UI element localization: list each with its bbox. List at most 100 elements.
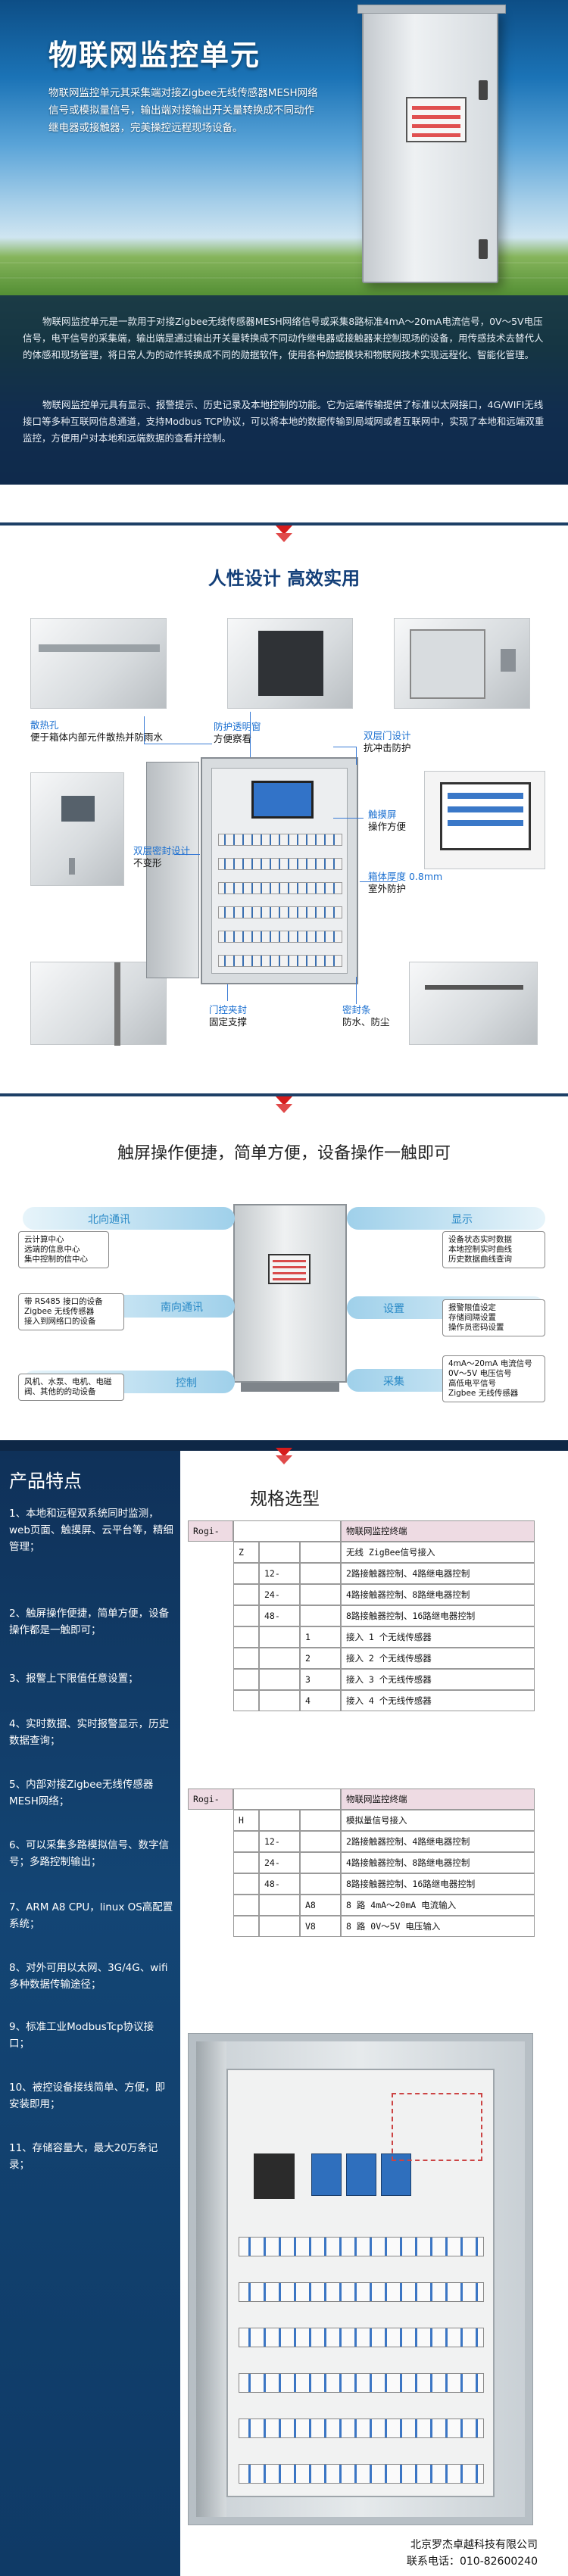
spec-code-cell — [259, 1916, 300, 1937]
company-name: 北京罗杰卓越科技有限公司 — [410, 2539, 538, 2551]
spec-code-cell — [259, 1810, 300, 1831]
section-divider — [0, 1440, 568, 1451]
spec-description-cell: 2路接触器控制、4路继电器控制 — [341, 1563, 535, 1584]
feature-item: 5、内部对接Zigbee无线传感器MESH网络； — [9, 1779, 154, 1807]
display-info-box: 设备状态实时数据 本地控制实时曲线 历史数据曲线查询 — [442, 1231, 545, 1268]
spec-code-cell — [233, 1831, 259, 1852]
table-cell — [233, 1789, 341, 1810]
window-detail-image — [227, 618, 353, 709]
spec-description-cell: 接入 4 个无线传感器 — [341, 1690, 535, 1711]
arrow-down-icon — [276, 525, 292, 535]
spec-code-cell: 48- — [259, 1873, 300, 1895]
feature-item: 11、存储容量大，最大20万条记录； — [9, 2142, 158, 2171]
field-stripe — [0, 277, 568, 279]
north-comm-label: 北向通讯 — [88, 1214, 130, 1226]
field-stripe — [0, 262, 568, 264]
setting-label: 设置 — [383, 1303, 404, 1315]
spec-code-cell — [259, 1648, 300, 1669]
seal-detail-image — [409, 962, 538, 1045]
callout-clamp: 门控夹封 固定支撑 — [209, 1004, 248, 1028]
spec-code-cell — [259, 1690, 300, 1711]
spec-code-cell: 48- — [259, 1605, 300, 1626]
clamp-detail-image — [30, 962, 167, 1046]
spec-code-cell: 24- — [259, 1584, 300, 1605]
spec-description-cell: 4路接触器控制、8路继电器控制 — [341, 1852, 535, 1873]
cabinet-lcd — [268, 1254, 311, 1284]
cabinet-inner-panel — [211, 768, 348, 974]
spec-description-cell: 8路接触器控制、16路继电器控制 — [341, 1605, 535, 1626]
cabinet-roof — [357, 5, 506, 14]
section-divider — [0, 1093, 568, 1096]
arrow-down-icon — [276, 1104, 292, 1113]
callout-window: 防护透明窗 方便察看 — [214, 721, 261, 744]
spec-code-cell — [300, 1542, 341, 1563]
collect-label: 采集 — [383, 1376, 404, 1388]
spec-code-cell: 24- — [259, 1852, 300, 1873]
spec-code-cell: 3 — [300, 1669, 341, 1690]
cabinet-lcd — [251, 781, 314, 819]
feature-item: 7、ARM A8 CPU，linux OS高配置系统； — [9, 1901, 173, 1930]
spec-description-cell: 8 路 0V～5V 电压输入 — [341, 1916, 535, 1937]
section-divider — [0, 522, 568, 525]
table-cell — [233, 1520, 341, 1542]
features-panel: 产品特点 1、本地和远程双系统同时监测，web页面、触摸屏、云平台等，精细管理；… — [0, 1451, 180, 2576]
vent-detail-image — [30, 618, 167, 709]
callout-touchscreen: 触摸屏 操作方便 — [368, 809, 407, 832]
spec-code-cell — [233, 1584, 259, 1605]
spec-description-cell: 8 路 4mA～20mA 电流输入 — [341, 1895, 535, 1916]
cabinet-base — [241, 1383, 339, 1392]
spec-code-cell — [233, 1690, 259, 1711]
arrow-down-icon — [276, 1455, 292, 1464]
lock-icon — [479, 80, 488, 100]
spec-code-cell — [233, 1669, 259, 1690]
spec-code-cell — [300, 1810, 341, 1831]
cabinet-screen — [406, 97, 467, 142]
spec-description-cell: 接入 2 个无线传感器 — [341, 1648, 535, 1669]
spec-code-cell — [300, 1563, 341, 1584]
table-cell: Rogi- — [188, 1520, 233, 1542]
footer: 北京罗杰卓越科技有限公司 联系电话：010-82600240 — [407, 2537, 538, 2570]
feature-item: 10、被控设备接线简单、方便，即安装即用； — [9, 2082, 166, 2110]
lock-icon — [479, 239, 488, 259]
cloud-info-box: 云计算中心 远端的信息中心 集中控制的信中心 — [18, 1231, 109, 1268]
spec-code-cell — [300, 1584, 341, 1605]
display-bar — [347, 1207, 545, 1230]
feature-item: 8、对外可用以太网、3G/4G、wifi多种数据传输途径； — [9, 1962, 168, 1991]
collect-info-box: 4mA～20mA 电流信号 0V～5V 电压信号 高低电平信号 Zigbee 无… — [442, 1355, 545, 1402]
spec-description-cell: 接入 3 个无线传感器 — [341, 1669, 535, 1690]
spec-code-cell: 1 — [300, 1626, 341, 1648]
spec-code-cell — [300, 1605, 341, 1626]
north-comm-bar — [23, 1207, 235, 1230]
spec-code-cell — [233, 1895, 259, 1916]
double-door-image — [30, 772, 124, 886]
spec-code-cell: Z — [233, 1542, 259, 1563]
intro-paragraph-2: 物联网监控单元具有显示、报警提示、历史记录及本地控制的功能。它为远端传输提供了标… — [23, 399, 545, 444]
spec-code-cell: A8 — [300, 1895, 341, 1916]
spec-code-cell — [259, 1895, 300, 1916]
spec-section-title: 规格选型 — [250, 1489, 320, 1509]
callout-vent: 散热孔 便于箱体内部元件散热并防雨水 — [30, 719, 164, 743]
spec-code-cell — [233, 1626, 259, 1648]
cabinet-interior-photo — [188, 2033, 533, 2525]
callout-lock: 双层门设计 抗冲击防护 — [364, 730, 411, 753]
spec-code-cell: 12- — [259, 1563, 300, 1584]
feature-item: 2、触屏操作便捷，简单方便，设备操作都是一触即可； — [9, 1608, 170, 1636]
spec-description-cell: 8路接触器控制、16路继电器控制 — [341, 1873, 535, 1895]
touch-section-title: 触屏操作便捷，简单方便，设备操作一触即可 — [117, 1144, 451, 1163]
rs485-info-box: 带 RS485 接口的设备 Zigbee 无线传感器 接入到网络口的设备 — [18, 1293, 124, 1330]
spec-code-cell — [233, 1648, 259, 1669]
spec-code-cell — [259, 1626, 300, 1648]
spec-code-cell — [259, 1542, 300, 1563]
touchscreen-image — [424, 771, 545, 869]
hero-title: 物联网监控单元 — [48, 39, 261, 72]
spec-code-cell — [233, 1852, 259, 1873]
spec-description-cell: 模拟量信号接入 — [341, 1810, 535, 1831]
intro-paragraph-1: 物联网监控单元是一款用于对接Zigbee无线传感器MESH网络信号或采集8路标准… — [23, 316, 544, 360]
control-label: 控制 — [176, 1377, 197, 1389]
spec-code-cell: H — [233, 1810, 259, 1831]
center-cabinet-image — [146, 757, 358, 984]
feature-item: 3、报警上下限值任意设置； — [9, 1673, 139, 1685]
features-title: 产品特点 — [9, 1470, 82, 1492]
callout-seal-strip: 密封条 防水、防尘 — [342, 1004, 390, 1028]
